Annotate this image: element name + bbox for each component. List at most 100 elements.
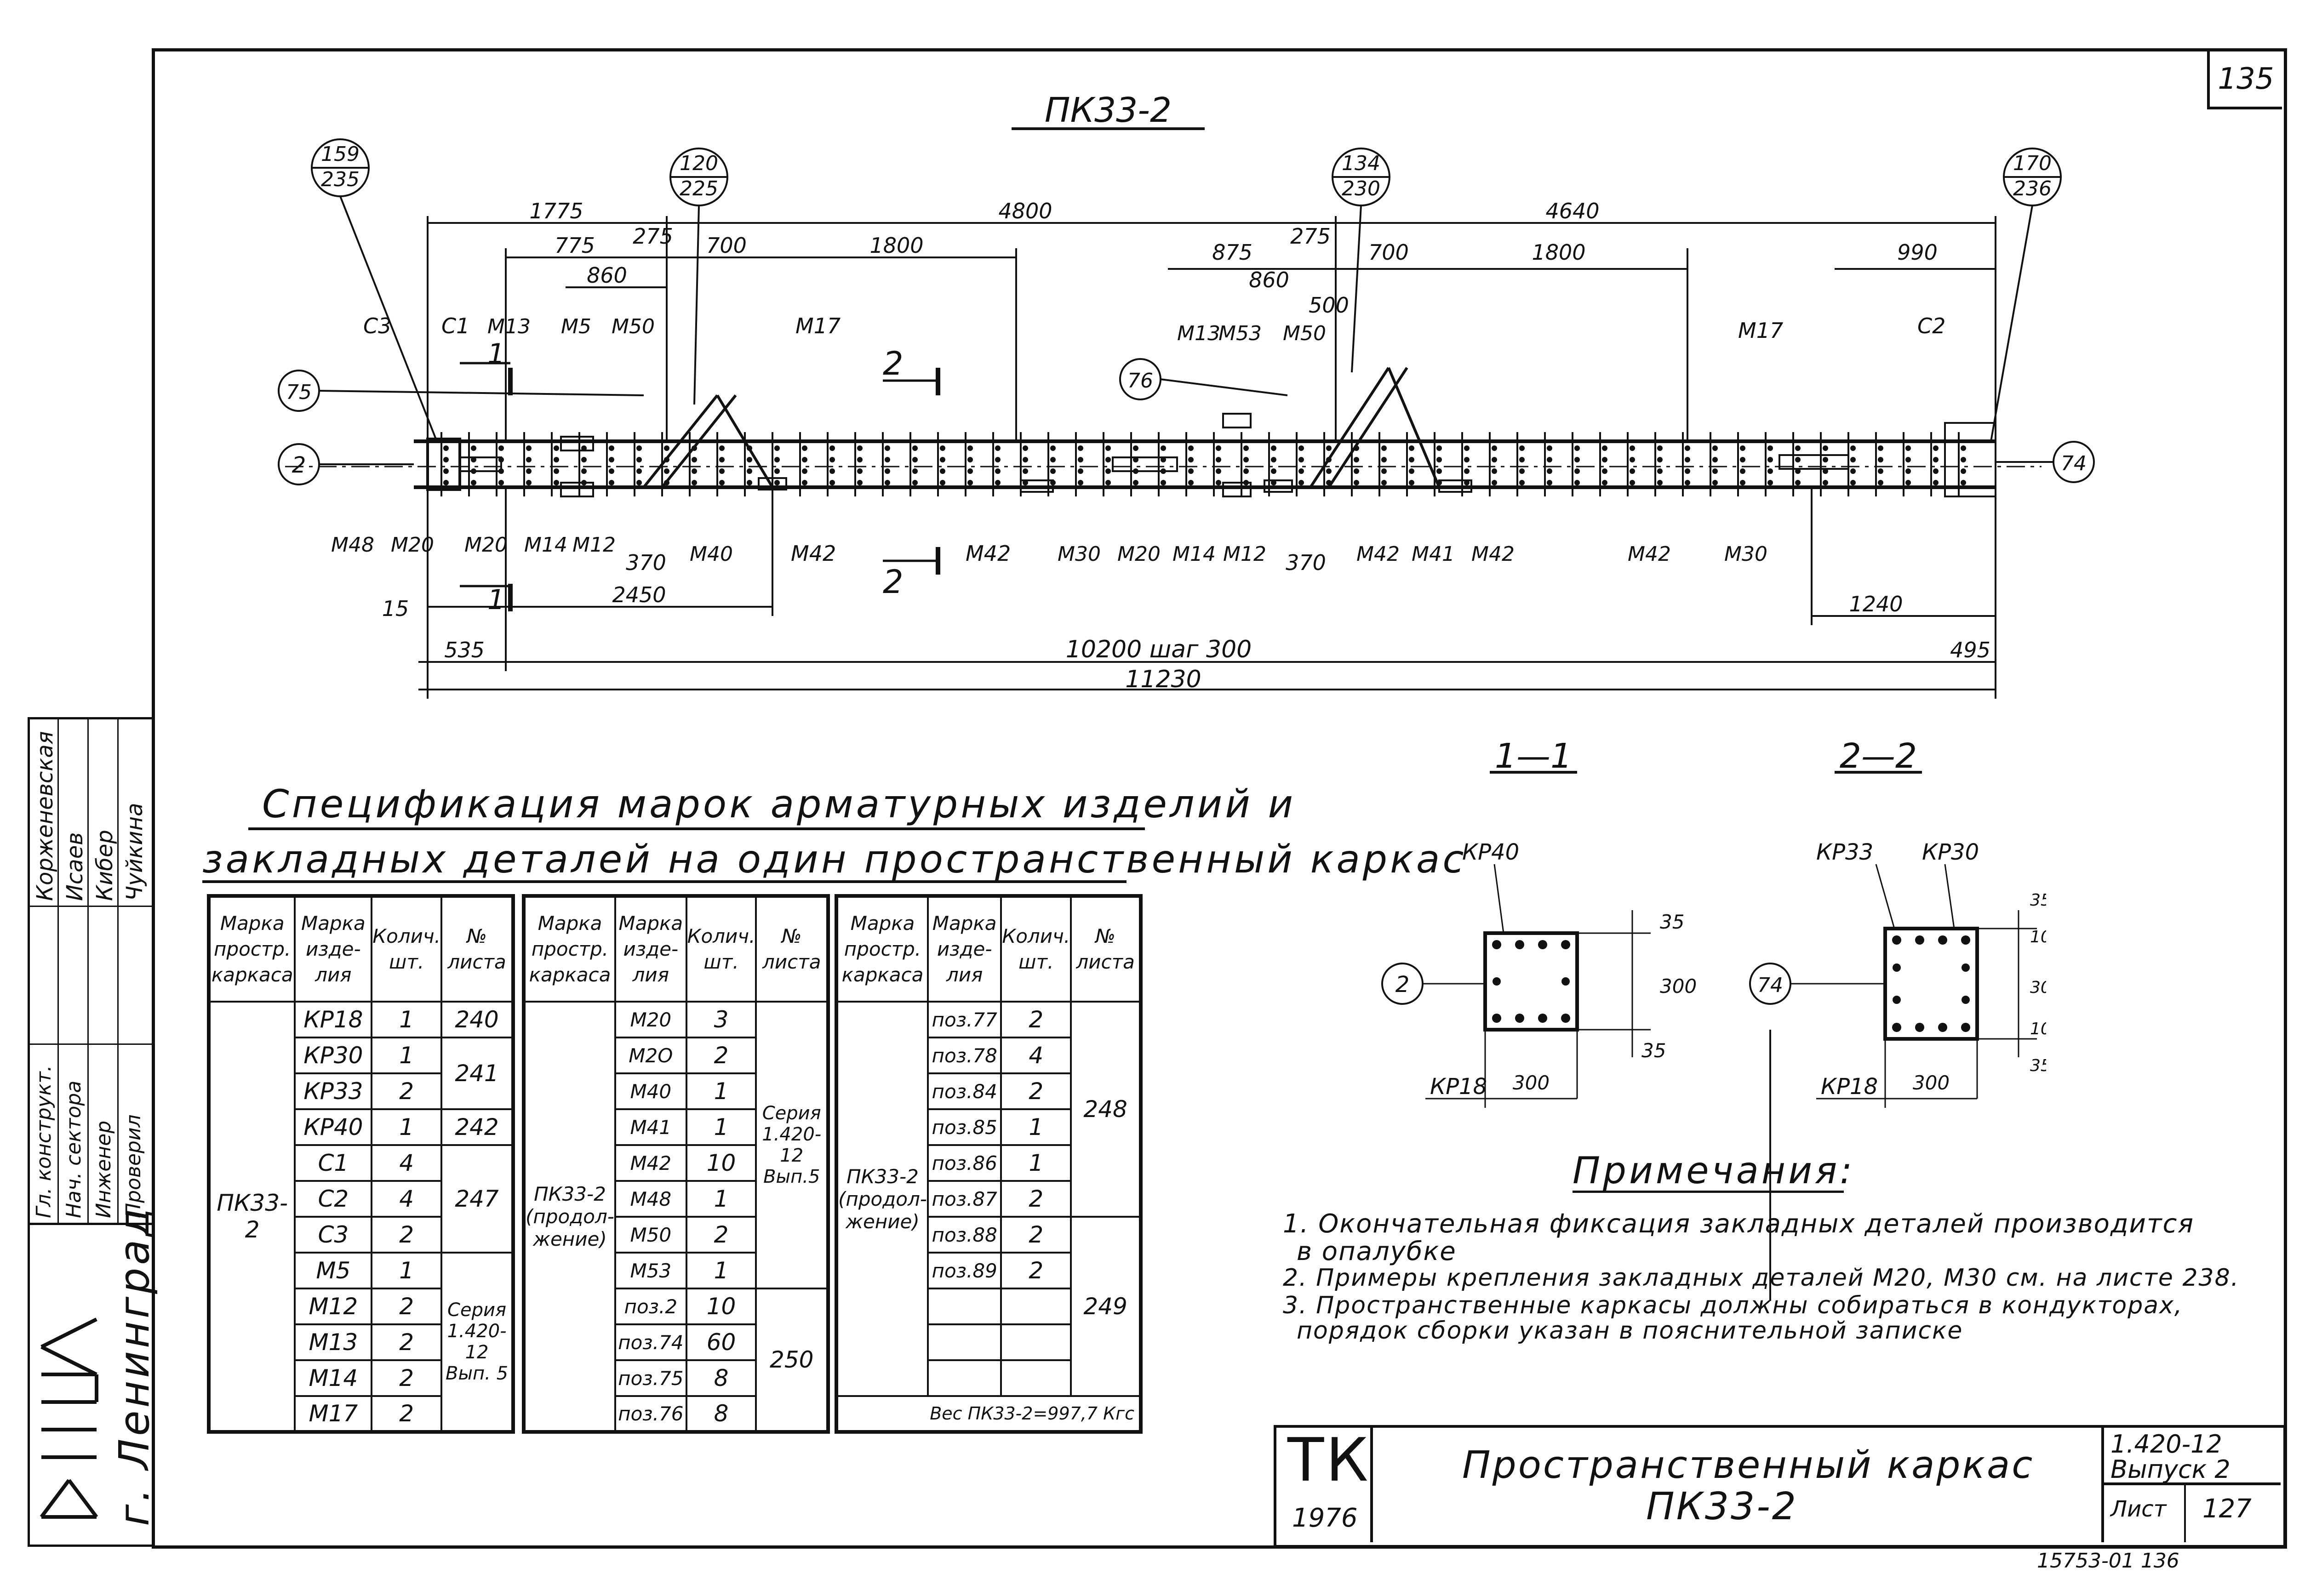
bar-dot xyxy=(609,468,614,474)
note-1-cont: в опалубке xyxy=(1297,1237,1457,1266)
item-qty: 1 xyxy=(1000,1108,1072,1146)
bar-dot xyxy=(995,480,1001,485)
bar-dot xyxy=(1630,445,1635,451)
item-qty: 2 xyxy=(371,1359,443,1397)
item-mark: поз.88 xyxy=(926,1216,1002,1254)
sheet-no: 249 xyxy=(1070,1216,1142,1397)
bar-dot xyxy=(1767,457,1773,462)
bar-dot xyxy=(1685,468,1690,474)
bar-dot xyxy=(664,480,669,485)
bar-dot xyxy=(1547,480,1552,485)
bar-dot xyxy=(1850,468,1856,474)
item-qty: 60 xyxy=(685,1323,757,1361)
bar-dot xyxy=(1519,445,1525,451)
bar-dot xyxy=(1602,457,1607,462)
bar-dot xyxy=(1933,480,1939,485)
item-qty: 2 xyxy=(371,1216,443,1254)
bar-dot xyxy=(1243,445,1249,451)
bar-dot xyxy=(719,468,725,474)
item-qty: 2 xyxy=(1000,1072,1072,1110)
bar-dot xyxy=(1574,457,1580,462)
bar-dot xyxy=(1464,480,1470,485)
svg-text:300: 300 xyxy=(2030,978,2046,997)
bar-dot xyxy=(609,445,614,451)
svg-text:М12: М12 xyxy=(572,533,616,557)
bar-dot xyxy=(526,468,532,474)
bar-dot xyxy=(1630,480,1635,485)
item-mark xyxy=(926,1288,1002,1325)
item-mark: М53 xyxy=(614,1252,687,1289)
spec-title-line1: Спецификация марок арматурных изделий и xyxy=(262,781,1296,826)
bar-dot xyxy=(554,480,559,485)
svg-text:1800: 1800 xyxy=(869,233,923,258)
bar-dot xyxy=(1409,480,1414,485)
bar-dot xyxy=(1436,445,1442,451)
title-name-2: ПК33-2 xyxy=(1646,1485,1798,1528)
bar-dot xyxy=(1519,468,1525,474)
bar-dot xyxy=(1657,480,1663,485)
svg-text:М20: М20 xyxy=(391,533,434,557)
bar-dot xyxy=(498,457,504,462)
table-row xyxy=(836,1288,1141,1325)
bar-dot xyxy=(443,445,449,451)
item-mark: М40 xyxy=(614,1072,687,1110)
bar-dot xyxy=(1023,468,1028,474)
bar-dot xyxy=(554,445,559,451)
item-mark: поз.76 xyxy=(614,1395,687,1433)
item-mark: М14 xyxy=(294,1359,373,1397)
bar-dot xyxy=(1961,480,1966,485)
bar-dot xyxy=(885,445,890,451)
svg-text:КР40: КР40 xyxy=(1462,839,1519,865)
bar-dot xyxy=(1381,468,1387,474)
bar-dot xyxy=(1740,445,1745,451)
svg-text:М17: М17 xyxy=(1738,318,1783,343)
bar-dot xyxy=(1519,457,1525,462)
bar-dot xyxy=(719,480,725,485)
item-qty: 1 xyxy=(685,1252,757,1289)
item-qty: 1 xyxy=(1000,1144,1072,1182)
stamp-role-1: Гл. конструкт. xyxy=(32,1065,56,1218)
bar-dot xyxy=(1850,480,1856,485)
page-number: 135 xyxy=(2207,51,2282,109)
item-mark: М41 xyxy=(614,1108,687,1146)
svg-text:М14: М14 xyxy=(1172,542,1216,566)
bar-dot xyxy=(719,445,725,451)
svg-text:100: 100 xyxy=(2030,928,2046,946)
item-qty: 1 xyxy=(371,1108,443,1146)
svg-text:860: 860 xyxy=(587,263,627,288)
item-qty: 4 xyxy=(371,1144,443,1182)
item-mark: М13 xyxy=(294,1323,373,1361)
bar-dot xyxy=(940,457,945,462)
svg-text:495: 495 xyxy=(1950,638,1990,662)
bar-dot xyxy=(857,480,863,485)
bar-dot xyxy=(1464,468,1470,474)
bar-dot xyxy=(554,457,559,462)
item-qty xyxy=(1000,1323,1072,1361)
item-mark: поз.2 xyxy=(614,1288,687,1325)
frame-mark: ПК33-2 (продол- жение) xyxy=(835,1001,929,1397)
bar-dot xyxy=(1602,468,1607,474)
bar-dot xyxy=(1161,445,1166,451)
bar-dot xyxy=(1547,457,1552,462)
svg-text:236: 236 xyxy=(2013,177,2052,200)
sheet-no: 242 xyxy=(440,1108,514,1146)
bar-dot xyxy=(802,445,807,451)
svg-text:225: 225 xyxy=(680,177,718,200)
svg-text:535: 535 xyxy=(444,638,485,662)
item-mark: поз.87 xyxy=(926,1180,1002,1218)
bar-dot xyxy=(1574,480,1580,485)
bar-dot xyxy=(1050,468,1056,474)
side-stamp xyxy=(28,717,154,1547)
stamp-role-2: Нач. сектора xyxy=(62,1080,86,1218)
bar-dot xyxy=(1023,480,1028,485)
